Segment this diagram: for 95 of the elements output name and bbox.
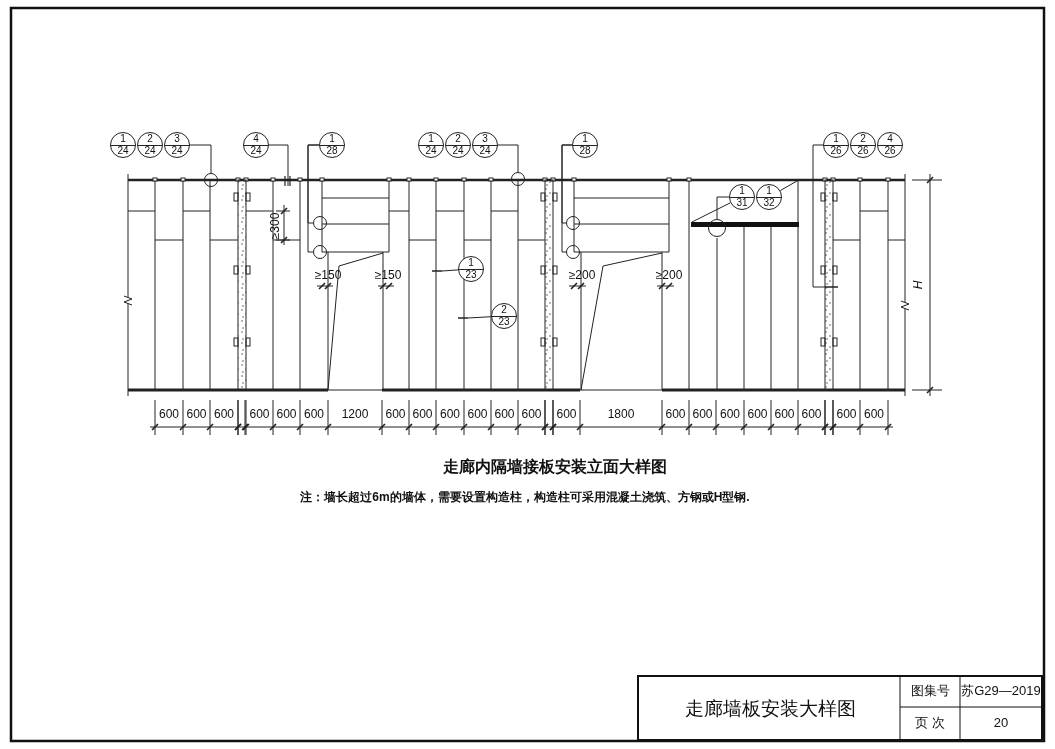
- dimension-text: 600: [774, 407, 795, 421]
- leader-line: [268, 144, 289, 187]
- index-number: 2: [147, 133, 153, 145]
- dimension-text: 1200: [341, 407, 369, 421]
- dimension-text: 600: [556, 407, 577, 421]
- index-number: 1: [120, 133, 126, 145]
- dimension-text: 1800: [607, 407, 635, 421]
- title-block-text: 图集号: [910, 684, 950, 698]
- leader-line: [691, 202, 731, 223]
- leader-line: [779, 180, 798, 192]
- detail-index-symbol: [823, 132, 849, 158]
- leader-line: [307, 144, 320, 253]
- dimension-text: 600: [665, 407, 686, 421]
- index-number: 26: [884, 145, 896, 157]
- dimension-text: ≥300: [268, 212, 282, 240]
- dimension-text: ≥150: [374, 268, 402, 282]
- detail-index-symbol: [877, 132, 903, 158]
- index-number: 24: [171, 145, 183, 157]
- leader-line: [716, 196, 730, 220]
- index-number: 2: [501, 304, 507, 316]
- dimension-text: 600: [801, 407, 822, 421]
- index-number: 23: [465, 269, 477, 281]
- detail-index-symbol: [418, 132, 444, 158]
- index-number: 24: [144, 145, 156, 157]
- detail-index-symbol: [445, 132, 471, 158]
- index-number: 26: [857, 145, 869, 157]
- index-number: 24: [250, 145, 262, 157]
- index-number: 1: [766, 185, 772, 197]
- index-number: 3: [174, 133, 180, 145]
- steel-beam: [691, 222, 799, 227]
- leader-line: [561, 144, 573, 253]
- index-number: 23: [498, 316, 510, 328]
- index-number: 1: [833, 133, 839, 145]
- index-number: 3: [482, 133, 488, 145]
- index-number: 28: [579, 145, 591, 157]
- index-number: 32: [763, 197, 775, 209]
- drawing-title: 走廊内隔墙接板安装立面大样图: [443, 460, 667, 474]
- index-number: 1: [329, 133, 335, 145]
- dimension-text: 600: [440, 407, 460, 421]
- dimension-text: 600: [467, 407, 488, 421]
- dimension-text: 600: [159, 407, 179, 421]
- index-number: 26: [830, 145, 842, 157]
- index-number: 28: [326, 145, 338, 157]
- index-number: 2: [455, 133, 461, 145]
- index-number: 24: [425, 145, 437, 157]
- leader-line: [467, 316, 492, 319]
- detail-index-symbol: [491, 303, 517, 329]
- detail-index-symbol: [137, 132, 163, 158]
- dimension-text: 600: [747, 407, 768, 421]
- dimension-text: 600: [186, 407, 207, 421]
- index-number: 1: [468, 257, 474, 269]
- dimension-text: 600: [412, 407, 433, 421]
- index-number: 4: [887, 133, 893, 145]
- index-number: 1: [582, 133, 588, 145]
- dimension-text: ≥200: [568, 268, 596, 282]
- detail-index-symbol: [850, 132, 876, 158]
- leader-line: [189, 144, 212, 174]
- detail-index-symbol: [572, 132, 598, 158]
- index-number: 4: [253, 133, 259, 145]
- leader-line: [497, 144, 519, 173]
- page-number: 20: [993, 716, 1009, 730]
- detail-index-symbol: [164, 132, 190, 158]
- dimension-text: 600: [836, 407, 857, 421]
- index-number: 2: [860, 133, 866, 145]
- dimension-text: ≥150: [314, 268, 342, 282]
- dimension-text: 600: [249, 407, 270, 421]
- title-block-text: 页 次: [914, 716, 946, 730]
- dimension-text: 600: [304, 407, 324, 421]
- dimension-text: 600: [214, 407, 234, 421]
- index-number: 24: [479, 145, 491, 157]
- index-number: 1: [739, 185, 745, 197]
- detail-index-symbol: [458, 256, 484, 282]
- detail-index-symbol: [243, 132, 269, 158]
- leader-line: [441, 269, 459, 272]
- detail-index-symbol: [729, 184, 755, 210]
- dimension-text: 600: [692, 407, 713, 421]
- leader-line: [812, 144, 827, 288]
- dimension-text: 600: [521, 407, 542, 421]
- dimension-text: 600: [385, 407, 406, 421]
- dimension-text: H: [911, 280, 925, 290]
- note-text: 注：墙长超过6m的墙体，需要设置构造柱，构造柱可采用混凝土浇筑、方钢或H型钢.: [300, 490, 750, 504]
- index-number: 1: [428, 133, 434, 145]
- detail-index-symbol: [472, 132, 498, 158]
- dimension-text: ≥200: [655, 268, 683, 282]
- detail-index-symbol: [319, 132, 345, 158]
- dimension-text: 600: [864, 407, 884, 421]
- drawing-number: 苏G29—2019: [961, 684, 1041, 698]
- detail-index-symbol: [756, 184, 782, 210]
- detail-index-symbol: [110, 132, 136, 158]
- index-number: 24: [117, 145, 129, 157]
- index-number: 31: [736, 197, 748, 209]
- index-number: 24: [452, 145, 464, 157]
- dimension-text: 600: [494, 407, 515, 421]
- dimension-text: 600: [720, 407, 740, 421]
- dimension-text: 600: [276, 407, 297, 421]
